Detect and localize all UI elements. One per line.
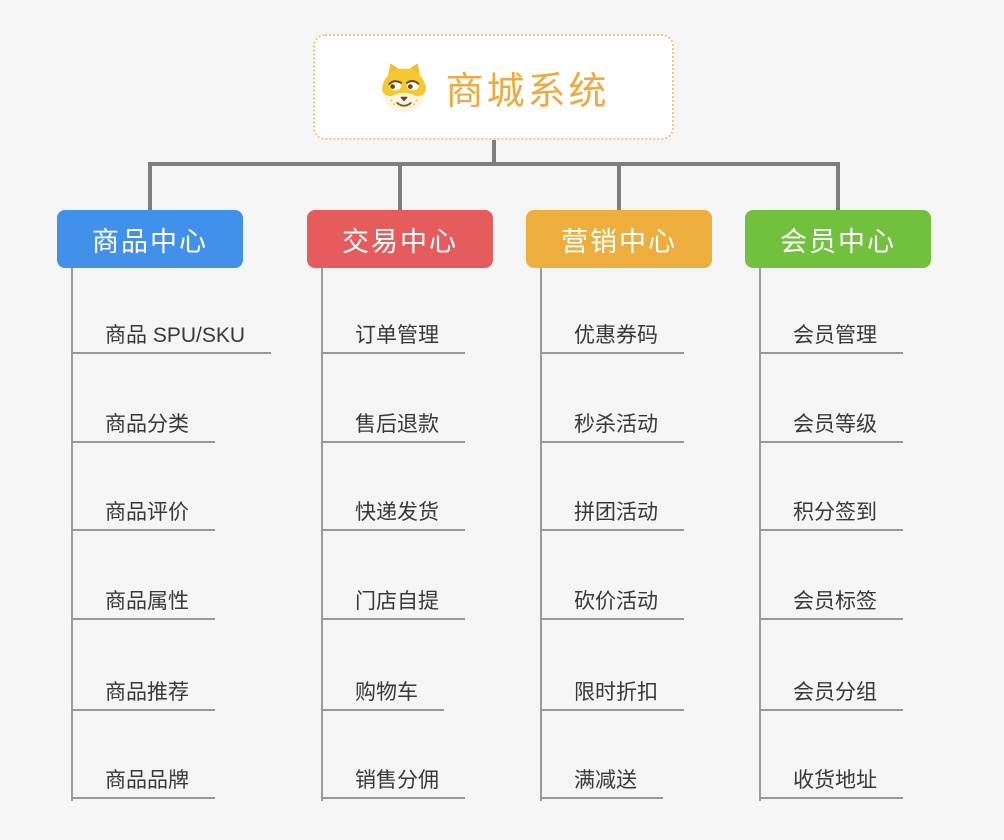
leaf-node[interactable]: 商品评价 [71,497,215,531]
branch-spine [71,268,73,801]
leaf-node[interactable]: 秒杀活动 [540,409,684,443]
root-node[interactable]: 商城系统 [313,34,674,140]
leaf-node[interactable]: 购物车 [321,677,444,711]
leaf-node[interactable]: 商品分类 [71,409,215,443]
branch-spine [759,268,761,801]
connector-bus [148,162,840,166]
leaf-node[interactable]: 限时折扣 [540,677,684,711]
branch-spine [540,268,542,801]
leaf-node[interactable]: 销售分佣 [321,765,465,799]
leaf-node[interactable]: 砍价活动 [540,586,684,620]
connector-stub [836,164,840,210]
branch-spine [321,268,323,801]
leaf-node[interactable]: 会员分组 [759,677,903,711]
branch-node-marketing-center[interactable]: 营销中心 [526,210,712,268]
branch-node-product-center[interactable]: 商品中心 [57,210,243,268]
branch-node-trade-center[interactable]: 交易中心 [307,210,493,268]
leaf-node[interactable]: 优惠券码 [540,320,684,354]
connector-stub [398,164,402,210]
leaf-node[interactable]: 商品品牌 [71,765,215,799]
leaf-node[interactable]: 门店自提 [321,586,465,620]
leaf-node[interactable]: 商品推荐 [71,677,215,711]
leaf-node[interactable]: 收货地址 [759,765,903,799]
leaf-node[interactable]: 会员管理 [759,320,903,354]
connector-stub [617,164,621,210]
leaf-node[interactable]: 会员标签 [759,586,903,620]
leaf-node[interactable]: 拼团活动 [540,497,684,531]
leaf-node[interactable]: 售后退款 [321,409,465,443]
leaf-node[interactable]: 订单管理 [321,320,465,354]
root-label: 商城系统 [445,70,610,113]
connector-root-stub [492,139,496,164]
leaf-node[interactable]: 快递发货 [321,497,465,531]
branch-node-member-center[interactable]: 会员中心 [745,210,931,268]
connector-stub [148,164,152,210]
leaf-node[interactable]: 会员等级 [759,409,903,443]
leaf-node[interactable]: 满减送 [540,765,663,799]
doge-icon [382,63,427,113]
leaf-node[interactable]: 积分签到 [759,497,903,531]
leaf-node[interactable]: 商品 SPU/SKU [71,320,272,354]
leaf-node[interactable]: 商品属性 [71,586,215,620]
